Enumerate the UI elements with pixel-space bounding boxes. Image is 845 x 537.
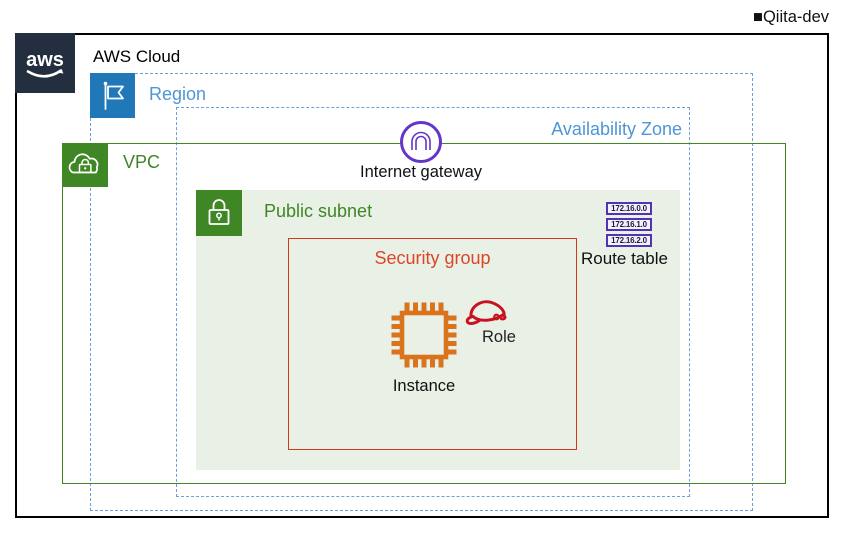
route-table-icon: 172.16.0.0 172.16.1.0 172.16.2.0 (606, 202, 652, 247)
diagram-title: ■Qiita-dev (753, 8, 829, 28)
role-hat-icon (463, 293, 511, 327)
route-table-label: Route table (581, 249, 668, 268)
public-subnet-container (196, 190, 680, 470)
instance-chip-icon (388, 299, 460, 371)
internet-gateway-icon (399, 120, 443, 164)
instance-label: Instance (392, 377, 456, 395)
route-entry: 172.16.0.0 (606, 202, 652, 215)
vpc-label: VPC (123, 152, 161, 172)
route-entry: 172.16.1.0 (606, 218, 652, 231)
region-label: Region (149, 84, 207, 104)
region-container (90, 73, 753, 511)
vpc-cloud-lock-icon (62, 143, 108, 187)
aws-cloud-label: AWS Cloud (93, 47, 181, 66)
region-flag-icon (90, 73, 135, 118)
internet-gateway-label: Internet gateway (360, 163, 482, 181)
aws-cloud-container (15, 33, 829, 518)
title-square-icon: ■ (753, 8, 763, 26)
availability-zone-container (176, 107, 690, 497)
svg-text:aws: aws (26, 49, 64, 71)
aws-logo-icon: aws (15, 33, 75, 93)
title-text: Qiita-dev (762, 8, 829, 26)
aws-logo-glyph: aws (26, 49, 64, 78)
route-entry: 172.16.2.0 (606, 234, 652, 247)
security-group-label: Security group (374, 248, 491, 268)
public-subnet-label: Public subnet (264, 201, 373, 221)
security-group-container (288, 238, 577, 450)
availability-zone-label: Availability Zone (551, 119, 682, 139)
role-label: Role (482, 328, 516, 346)
public-subnet-lock-icon (196, 190, 242, 236)
